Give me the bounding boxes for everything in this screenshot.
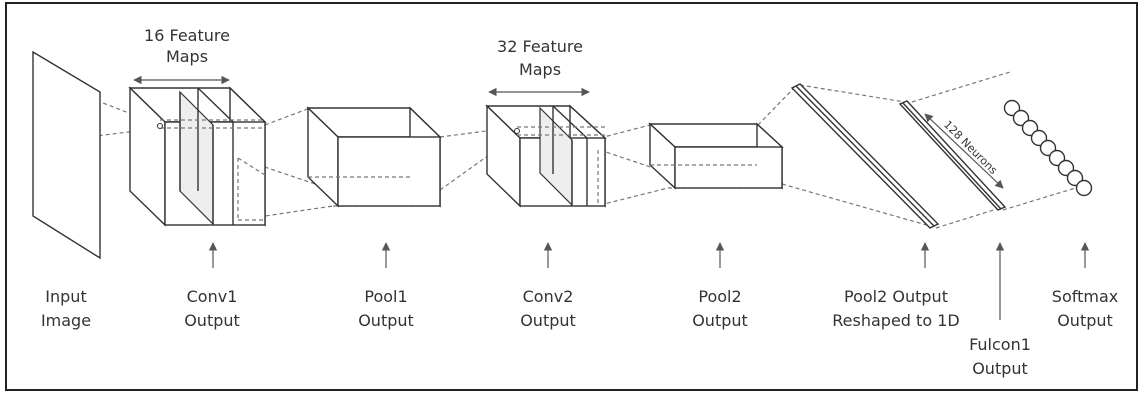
feature-maps-32-line1: 32 Feature xyxy=(497,37,583,56)
conv1-block xyxy=(128,86,267,227)
conv1-label-line1: Conv1 xyxy=(187,287,238,306)
stage-labels: Input Image Conv1 Output Pool1 Output Co… xyxy=(41,287,1118,378)
feature-maps-32-annotation: 32 Feature Maps xyxy=(488,37,590,97)
input-image-label-line1: Input xyxy=(45,287,86,306)
feature-maps-32-line2: Maps xyxy=(519,60,561,79)
fulcon1-label-line2: Output xyxy=(972,359,1028,378)
conv2-block xyxy=(485,104,607,208)
feature-maps-16-line2: Maps xyxy=(166,47,208,66)
pool2-label-line2: Output xyxy=(692,311,748,330)
pool1-label-line2: Output xyxy=(358,311,414,330)
softmax-label-line1: Softmax xyxy=(1052,287,1118,306)
pool2-reshaped-vector xyxy=(790,83,940,229)
conv2-label-line2: Output xyxy=(520,311,576,330)
pool1-label-line1: Pool1 xyxy=(364,287,407,306)
fulcon1-label-line1: Fulcon1 xyxy=(969,335,1031,354)
feature-maps-16-annotation: 16 Feature Maps xyxy=(133,26,230,85)
diagram-frame xyxy=(5,2,1138,391)
pointer-arrows xyxy=(208,242,1090,320)
softmax-neurons xyxy=(1003,99,1093,197)
pool2-reshaped-label-line2: Reshaped to 1D xyxy=(832,311,959,330)
input-image-plane xyxy=(32,50,101,260)
conv1-label-line2: Output xyxy=(184,311,240,330)
input-image-label-line2: Image xyxy=(41,311,91,330)
double-arrow-icon xyxy=(924,113,1004,189)
fulcon1-vector: 128 Neurons xyxy=(898,100,1007,211)
pool1-block xyxy=(306,106,442,208)
pool2-label-line1: Pool2 xyxy=(698,287,741,306)
pool2-reshaped-label-line1: Pool2 Output xyxy=(844,287,948,306)
softmax-label-line2: Output xyxy=(1057,311,1113,330)
conv2-label-line1: Conv2 xyxy=(523,287,574,306)
pool2-block xyxy=(648,122,784,190)
feature-maps-16-line1: 16 Feature xyxy=(144,26,230,45)
